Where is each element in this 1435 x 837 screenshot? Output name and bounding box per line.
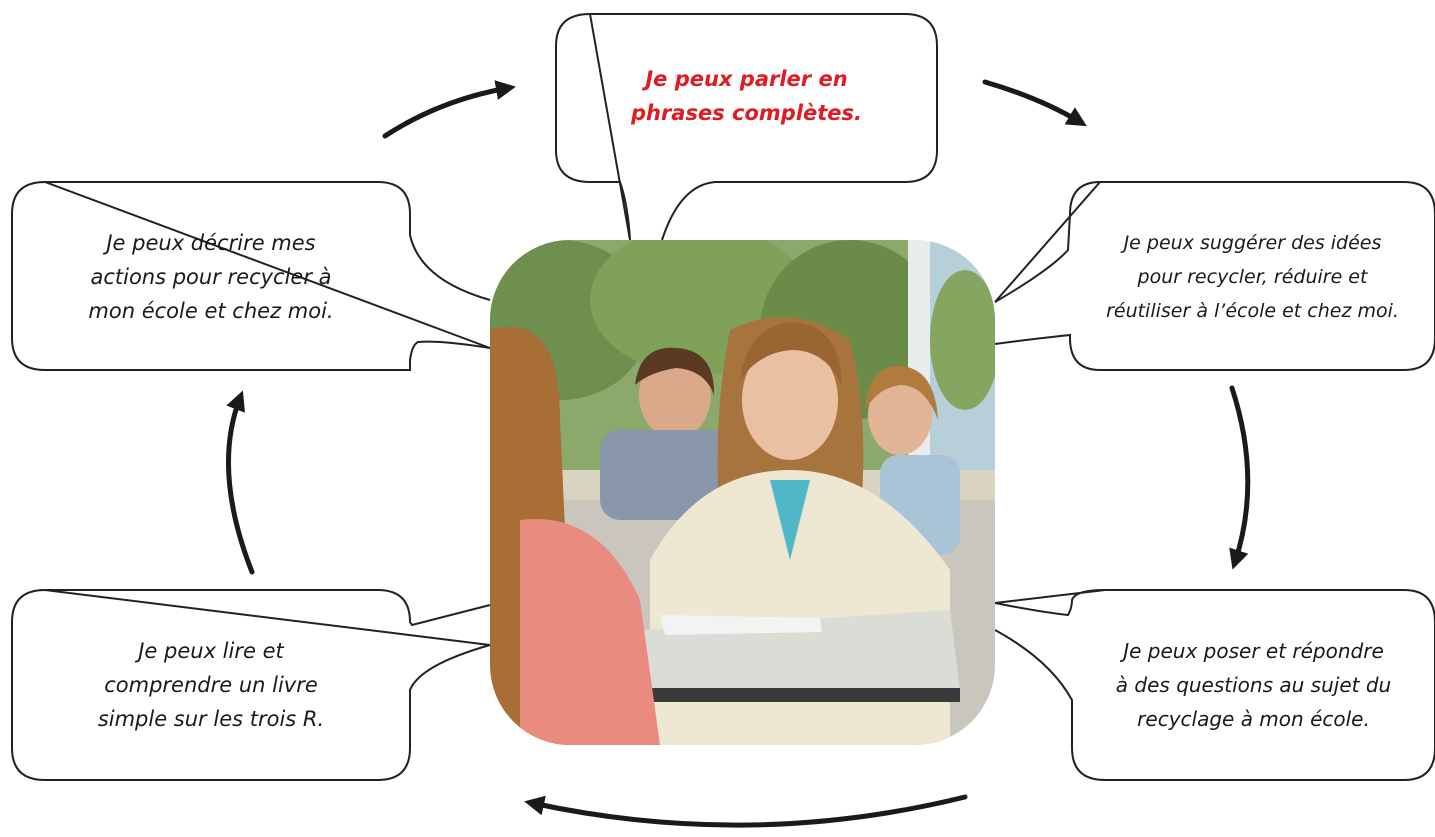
- arrow-left-to-top: [382, 80, 516, 139]
- bubble-right-bottom-outline: [994, 589, 1435, 781]
- cycle-arrows: [225, 79, 1251, 828]
- bubble-top-line-2: phrases complètes.: [630, 101, 863, 125]
- bubble-right-top-line-3: réutiliser à l’école et chez moi.: [1106, 300, 1399, 322]
- arrow-left-up: [225, 390, 255, 575]
- bubble-left-top-line-2: actions pour recycler à: [90, 265, 332, 289]
- bubble-left-top-outline: [11, 180, 491, 371]
- bubble-left-bottom-line-2: comprendre un livre: [104, 673, 318, 697]
- bubble-left-bottom-line-3: simple sur les trois R.: [97, 707, 325, 731]
- bubble-right-top-text: Je peux suggérer des idées pour recycler…: [1070, 226, 1435, 328]
- arrow-right-down: [1229, 385, 1251, 570]
- bubble-right-bottom-line-1: Je peux poser et répondre: [1123, 639, 1384, 663]
- bubble-left-bottom-outline: [11, 588, 491, 781]
- bubble-right-top-outline: [994, 180, 1435, 371]
- bubble-right-bottom-line-2: à des questions au sujet du: [1115, 673, 1392, 697]
- bubble-left-bottom-line-1: Je peux lire et: [138, 639, 284, 663]
- bubble-left-top-line-3: mon école et chez moi.: [88, 299, 334, 323]
- bubble-left-bottom-text: Je peux lire et comprendre un livre simp…: [12, 634, 410, 736]
- bubble-right-bottom-text: Je peux poser et répondre à des question…: [1072, 634, 1435, 736]
- bubble-top-outline: [555, 12, 938, 241]
- arrow-bottom-to-left: [524, 794, 968, 828]
- bubble-top-text: Je peux parler en phrases complètes.: [556, 62, 937, 130]
- bubble-right-top-line-1: Je peux suggérer des idées: [1123, 232, 1382, 254]
- arrow-top-to-right: [982, 79, 1087, 127]
- classroom-photo: [490, 240, 995, 745]
- bubble-right-top-line-2: pour recycler, réduire et: [1137, 266, 1368, 288]
- bubble-left-top-text: Je peux décrire mes actions pour recycle…: [12, 226, 410, 328]
- bubble-left-top-line-1: Je peux décrire mes: [106, 231, 316, 255]
- bubble-top-line-1: Je peux parler en: [645, 67, 848, 91]
- bubble-right-bottom-line-3: recyclage à mon école.: [1137, 707, 1370, 731]
